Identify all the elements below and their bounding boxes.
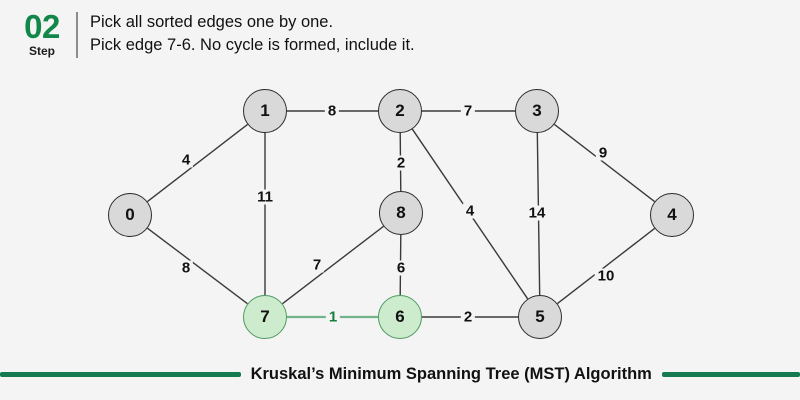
footer-rule-left	[0, 372, 241, 377]
graph-node-6[interactable]: 6	[378, 295, 422, 339]
graph-node-1[interactable]: 1	[243, 89, 287, 133]
edge-weight-0-7: 8	[178, 260, 194, 276]
step-description-line-1: Pick all sorted edges one by one.	[90, 13, 334, 31]
edge-weight-2-5: 4	[462, 203, 478, 219]
graph-node-label: 8	[396, 203, 406, 222]
graph-node-label: 7	[260, 307, 270, 326]
edge-weight-6-8: 6	[393, 260, 409, 276]
step-header: 02 Step Pick all sorted edges one by one…	[14, 10, 415, 58]
edge-weight-1-2: 8	[324, 103, 340, 119]
edge-weight-5-6: 2	[460, 309, 476, 325]
graph-node-3[interactable]: 3	[515, 89, 559, 133]
graph-edge-0-7	[147, 227, 248, 305]
graph-node-5[interactable]: 5	[518, 295, 562, 339]
graph-node-label: 0	[125, 205, 135, 224]
step-number: 02	[24, 8, 60, 45]
step-description: Pick all sorted edges one by one. Pick e…	[90, 10, 415, 58]
edge-weight-2-8: 2	[393, 155, 409, 171]
graph-node-7[interactable]: 7	[243, 295, 287, 339]
graph-node-4[interactable]: 4	[650, 193, 694, 237]
graph-node-label: 1	[260, 101, 270, 120]
step-word-label: Step	[28, 44, 55, 58]
edge-weight-1-7: 11	[254, 189, 276, 205]
graph-node-2[interactable]: 2	[378, 89, 422, 133]
graph-edge-0-1	[147, 123, 248, 203]
header-divider	[76, 12, 78, 58]
graph-node-label: 4	[667, 205, 677, 224]
graph-node-8[interactable]: 8	[379, 191, 423, 235]
edge-weight-7-6: 1	[325, 309, 341, 325]
graph-edge-3-4	[554, 123, 655, 203]
step-description-line-2: Pick edge 7-6. No cycle is formed, inclu…	[90, 36, 415, 55]
footer-caption: Kruskal’s Minimum Spanning Tree (MST) Al…	[0, 365, 800, 384]
graph-node-0[interactable]: 0	[108, 193, 152, 237]
edge-weight-4-5: 10	[594, 268, 618, 284]
step-badge: 02 Step	[14, 10, 70, 58]
graph-node-label: 3	[532, 101, 542, 120]
graph-edge-4-5	[556, 227, 656, 305]
edge-weight-2-3: 7	[460, 103, 476, 119]
footer-caption-text: Kruskal’s Minimum Spanning Tree (MST) Al…	[250, 365, 652, 383]
edge-weight-0-1: 4	[178, 152, 194, 168]
edge-weight-3-4: 9	[595, 145, 611, 161]
graph-node-label: 6	[395, 307, 405, 326]
edge-weight-3-5: 14	[525, 205, 549, 221]
edge-weight-7-8: 7	[309, 257, 325, 273]
footer-rule-right	[661, 372, 800, 377]
graph-node-label: 5	[535, 307, 545, 326]
graph-edge-7-8	[282, 225, 384, 305]
graph-node-label: 2	[395, 101, 405, 120]
